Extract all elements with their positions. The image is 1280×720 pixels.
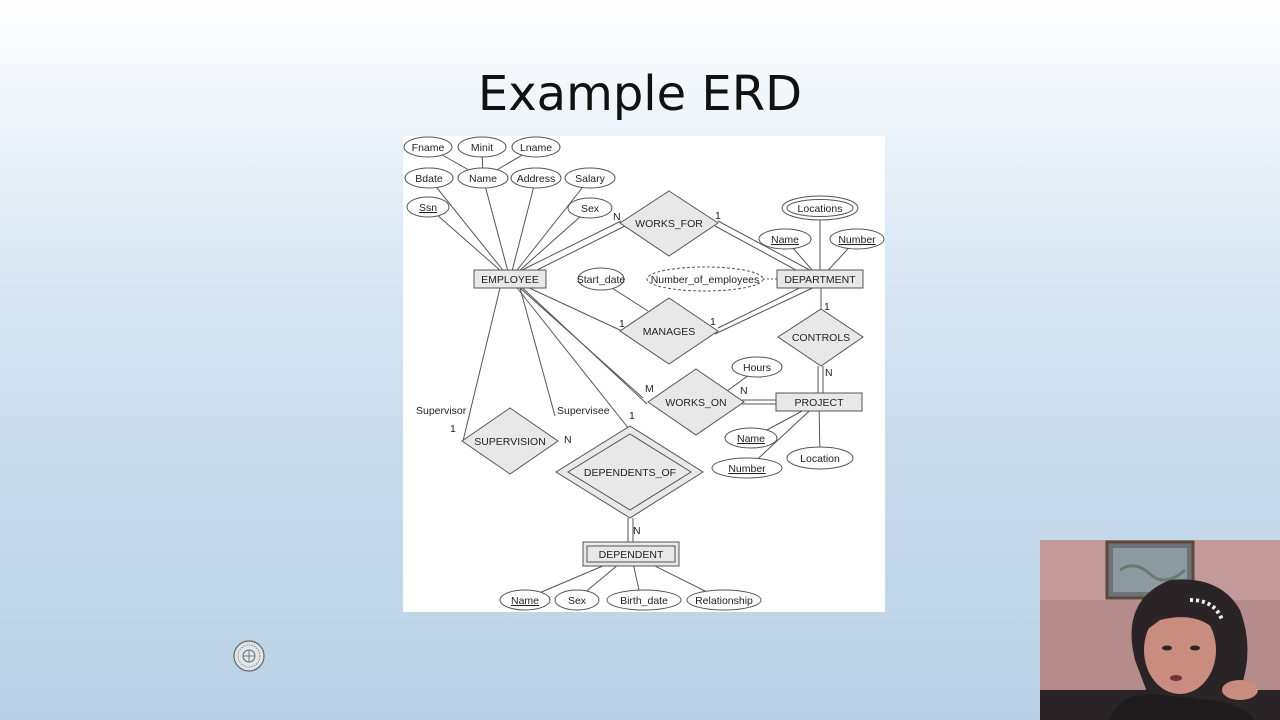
rel-works-on: WORKS_ON	[647, 368, 745, 436]
rel-controls: CONTROLS	[777, 308, 864, 367]
rel-works-for: WORKS_FOR	[619, 190, 719, 257]
attribute-labels: Fname Minit Lname Bdate Name Address Sal…	[412, 142, 877, 607]
attr-dept-number: Number	[838, 234, 876, 246]
rel-supervision: SUPERVISION	[461, 407, 559, 475]
card-controls-proj: N	[825, 367, 833, 379]
card-works-for-dept: 1	[715, 210, 721, 222]
card-dependents-of-emp: 1	[629, 410, 635, 422]
webcam-video-feed	[1040, 540, 1280, 720]
rel-controls-label: CONTROLS	[792, 332, 850, 344]
attr-salary: Salary	[575, 173, 606, 185]
card-dependents-of-dep: N	[633, 525, 641, 537]
attr-hours: Hours	[743, 362, 771, 374]
card-works-on-emp: M	[645, 383, 654, 395]
attr-dep-sex: Sex	[568, 595, 587, 607]
rel-dependents-of: DEPENDENTS_OF	[555, 425, 704, 519]
rel-supervision-label: SUPERVISION	[474, 436, 546, 448]
presenter-video-icon	[1040, 540, 1280, 720]
attr-lname: Lname	[520, 142, 552, 154]
card-works-on-proj: N	[740, 385, 748, 397]
attr-relationship: Relationship	[695, 595, 753, 607]
card-manages-emp: 1	[619, 318, 625, 330]
attr-proj-number: Number	[728, 463, 766, 475]
attr-minit: Minit	[471, 142, 493, 154]
card-manages-dept: 1	[710, 316, 716, 328]
attr-ssn: Ssn	[419, 202, 437, 214]
attr-dept-name: Name	[771, 234, 799, 246]
card-works-for-emp: N	[613, 211, 621, 223]
attr-proj-location: Location	[800, 453, 840, 465]
role-supervisor: Supervisor	[416, 405, 467, 417]
rel-manages-label: MANAGES	[643, 326, 696, 338]
rel-dependents-of-label: DEPENDENTS_OF	[584, 467, 676, 479]
erd-diagram: WORKS_FOR MANAGES CONTROLS WORKS_ON SUPE…	[403, 136, 885, 612]
entity-department-label: DEPARTMENT	[784, 274, 856, 286]
attr-dep-name: Name	[511, 595, 539, 607]
entity-project-label: PROJECT	[794, 397, 844, 409]
entity-dependent: DEPENDENT	[582, 541, 680, 567]
entity-dependent-label: DEPENDENT	[599, 549, 664, 561]
attr-address: Address	[517, 173, 556, 185]
attr-emp-name: Name	[469, 173, 497, 185]
attr-birth-date: Birth_date	[620, 595, 668, 607]
attr-proj-name: Name	[737, 433, 765, 445]
attribute-ovals	[403, 136, 885, 611]
university-seal-icon	[233, 640, 265, 672]
attr-fname: Fname	[412, 142, 445, 154]
entity-department: DEPARTMENT	[776, 269, 864, 289]
attr-emp-sex: Sex	[581, 203, 600, 215]
erd-svg: WORKS_FOR MANAGES CONTROLS WORKS_ON SUPE…	[403, 136, 885, 611]
rel-works-on-label: WORKS_ON	[665, 397, 726, 409]
attr-number-of-employees: Number_of_employees	[651, 274, 760, 286]
rel-manages: MANAGES	[619, 297, 719, 365]
entity-employee: EMPLOYEE	[473, 269, 547, 289]
attr-bdate: Bdate	[415, 173, 443, 185]
card-controls-dept: 1	[824, 301, 830, 313]
rel-works-for-label: WORKS_FOR	[635, 218, 703, 230]
attr-locations: Locations	[798, 203, 843, 215]
role-supervisee: Supervisee	[557, 405, 610, 417]
cardinality-labels: N 1 1 1 1 N M N 1 N 1 N Supervisor Super…	[416, 210, 833, 537]
entity-project: PROJECT	[775, 392, 863, 412]
card-supervisee: N	[564, 434, 572, 446]
slide-title: Example ERD	[477, 66, 803, 122]
attr-start-date: Start_date	[577, 274, 626, 286]
entity-employee-label: EMPLOYEE	[481, 274, 539, 286]
card-supervisor: 1	[450, 423, 456, 435]
